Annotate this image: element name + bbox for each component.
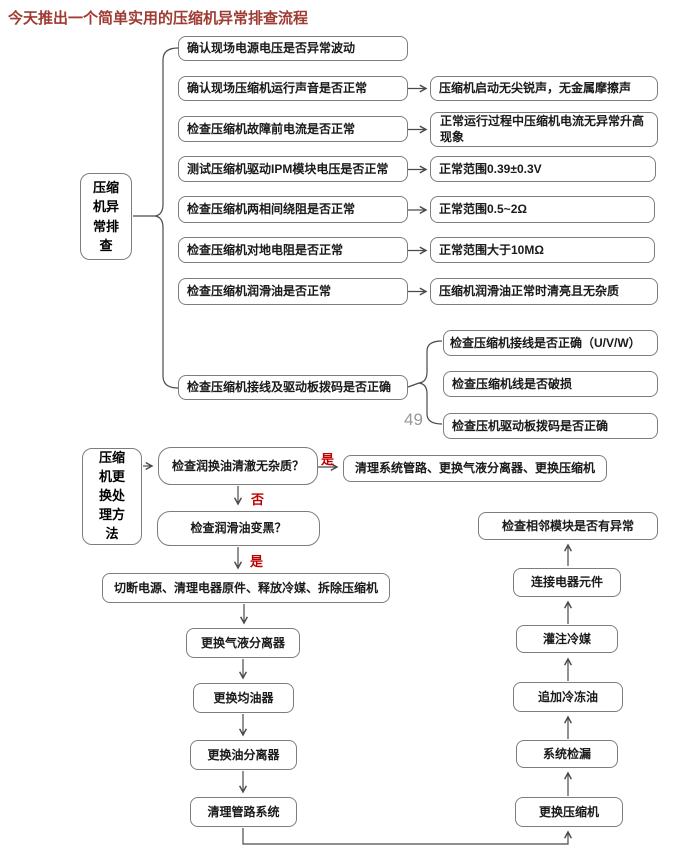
- flow1-branch-box: 检查压机驱动板拨码是否正确: [443, 413, 658, 439]
- flow1-branch-box: 检查压缩机线是否破损: [443, 371, 658, 397]
- page-title: 今天推出一个简单实用的压缩机异常排查流程: [8, 10, 309, 27]
- yes-label: 是: [250, 554, 264, 569]
- flow2-chain-box: 系统检漏: [516, 740, 618, 768]
- flow1-step-box: 确认现场电源电压是否异常波动: [178, 36, 408, 61]
- flow2-chain-end-box: 检查相邻模块是否有异常: [478, 512, 658, 540]
- flow1-step-box: 检查压缩机对地电阻是否正常: [178, 237, 408, 263]
- flow1-step-box: 检查压缩机接线及驱动板拨码是否正确: [178, 375, 408, 400]
- flow2-chain-box: 连接电器元件: [513, 568, 621, 597]
- flow2-action-box: 切断电源、清理电器原件、释放冷媒、拆除压缩机: [102, 573, 390, 603]
- flow1-result-box: 正常范围0.5~2Ω: [430, 196, 655, 223]
- flow2-chain-box: 更换油分离器: [190, 740, 297, 770]
- flow1-step-box: 检查压缩机故障前电流是否正常: [178, 116, 408, 142]
- flow1-step-box: 测试压缩机驱动IPM模块电压是否正常: [178, 156, 408, 182]
- flow2-chain-box: 更换压缩机: [515, 797, 623, 827]
- flow1-branch-box: 检查压缩机接线是否正确（U/V/W）: [443, 330, 658, 356]
- flow2-chain-box: 更换气液分离器: [186, 628, 300, 658]
- flow2-chain-box: 灌注冷媒: [516, 625, 618, 653]
- flow1-step-box: 检查压缩机两相间绕阻是否正常: [178, 196, 408, 223]
- flow1-result-box: 压缩机润滑油正常时清亮且无杂质: [430, 278, 658, 305]
- yes-label: 是: [321, 452, 335, 467]
- flow2-chain-box: 更换均油器: [193, 683, 294, 713]
- flow1-root-node: 压缩机异常排查: [80, 173, 132, 260]
- flow2-chain-box: 清理管路系统: [190, 797, 297, 827]
- flow1-result-box: 正常范围0.39±0.3V: [430, 156, 656, 182]
- flow2-decision2-box: 检查润滑油变黑？: [157, 511, 320, 546]
- flow2-yes-result-box: 清理系统管路、更换气液分离器、更换压缩机: [343, 455, 607, 482]
- flow2-chain-box: 追加冷冻油: [513, 682, 623, 712]
- flow1-step-box: 确认现场压缩机运行声音是否正常: [178, 76, 408, 101]
- flow1-result-box: 正常运行过程中压缩机电流无异常升高现象: [430, 112, 658, 147]
- flow2-decision1-box: 检查润换油清澈无杂质？: [158, 447, 318, 485]
- page-number: 49: [404, 410, 423, 429]
- no-label: 否: [251, 492, 265, 507]
- flow1-result-box: 正常范围大于10MΩ: [430, 237, 655, 263]
- flow1-result-box: 压缩机启动无尖锐声，无金属摩擦声: [430, 76, 658, 101]
- flow1-step-box: 检查压缩机润滑油是否正常: [178, 278, 408, 305]
- flow2-root-node: 压缩机更换处理方法: [82, 448, 142, 545]
